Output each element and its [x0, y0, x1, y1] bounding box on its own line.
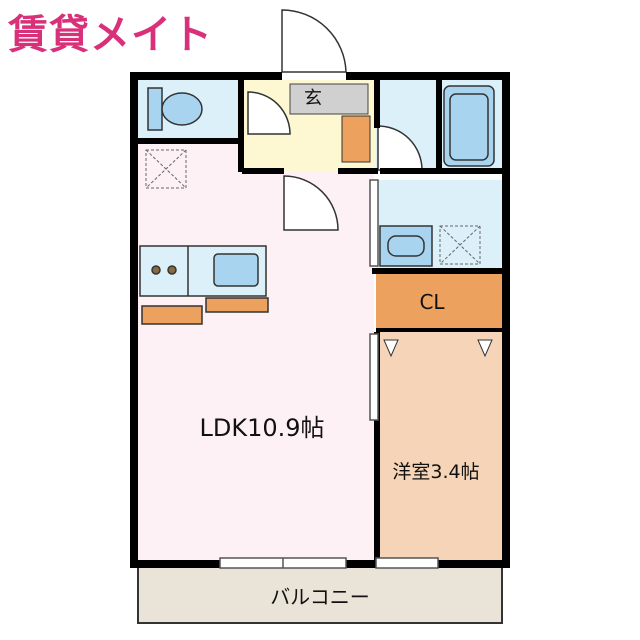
ldk-door — [283, 175, 339, 231]
storage-marker-icon — [145, 149, 187, 189]
toilet-fixture — [147, 87, 203, 131]
genkan-tile — [289, 83, 369, 115]
bedroom — [376, 330, 502, 560]
bedroom-label: 洋室3.4帖 — [392, 461, 479, 483]
closet-door-marks — [383, 339, 493, 358]
walls — [130, 72, 510, 568]
brand-logo: 賃貸メイト — [8, 12, 213, 58]
shoe-box — [341, 115, 371, 163]
kitchen-counter — [139, 245, 269, 325]
ldk-label: LDK10.9帖 — [199, 414, 324, 442]
closet — [376, 272, 502, 330]
balcony-label: バルコニー — [270, 585, 370, 609]
washbasin-fixture — [379, 225, 433, 267]
bathtub-fixture — [443, 85, 495, 167]
balcony-windows — [219, 557, 439, 569]
entry-door — [281, 9, 347, 73]
partition-sliding-door — [369, 179, 379, 421]
entrance-label: 玄 — [304, 88, 322, 109]
washer-space-icon — [439, 225, 481, 265]
toilet-door — [247, 91, 291, 135]
ldk-room — [138, 140, 374, 560]
balcony-area — [137, 566, 503, 624]
closet-label: CL — [419, 290, 445, 314]
